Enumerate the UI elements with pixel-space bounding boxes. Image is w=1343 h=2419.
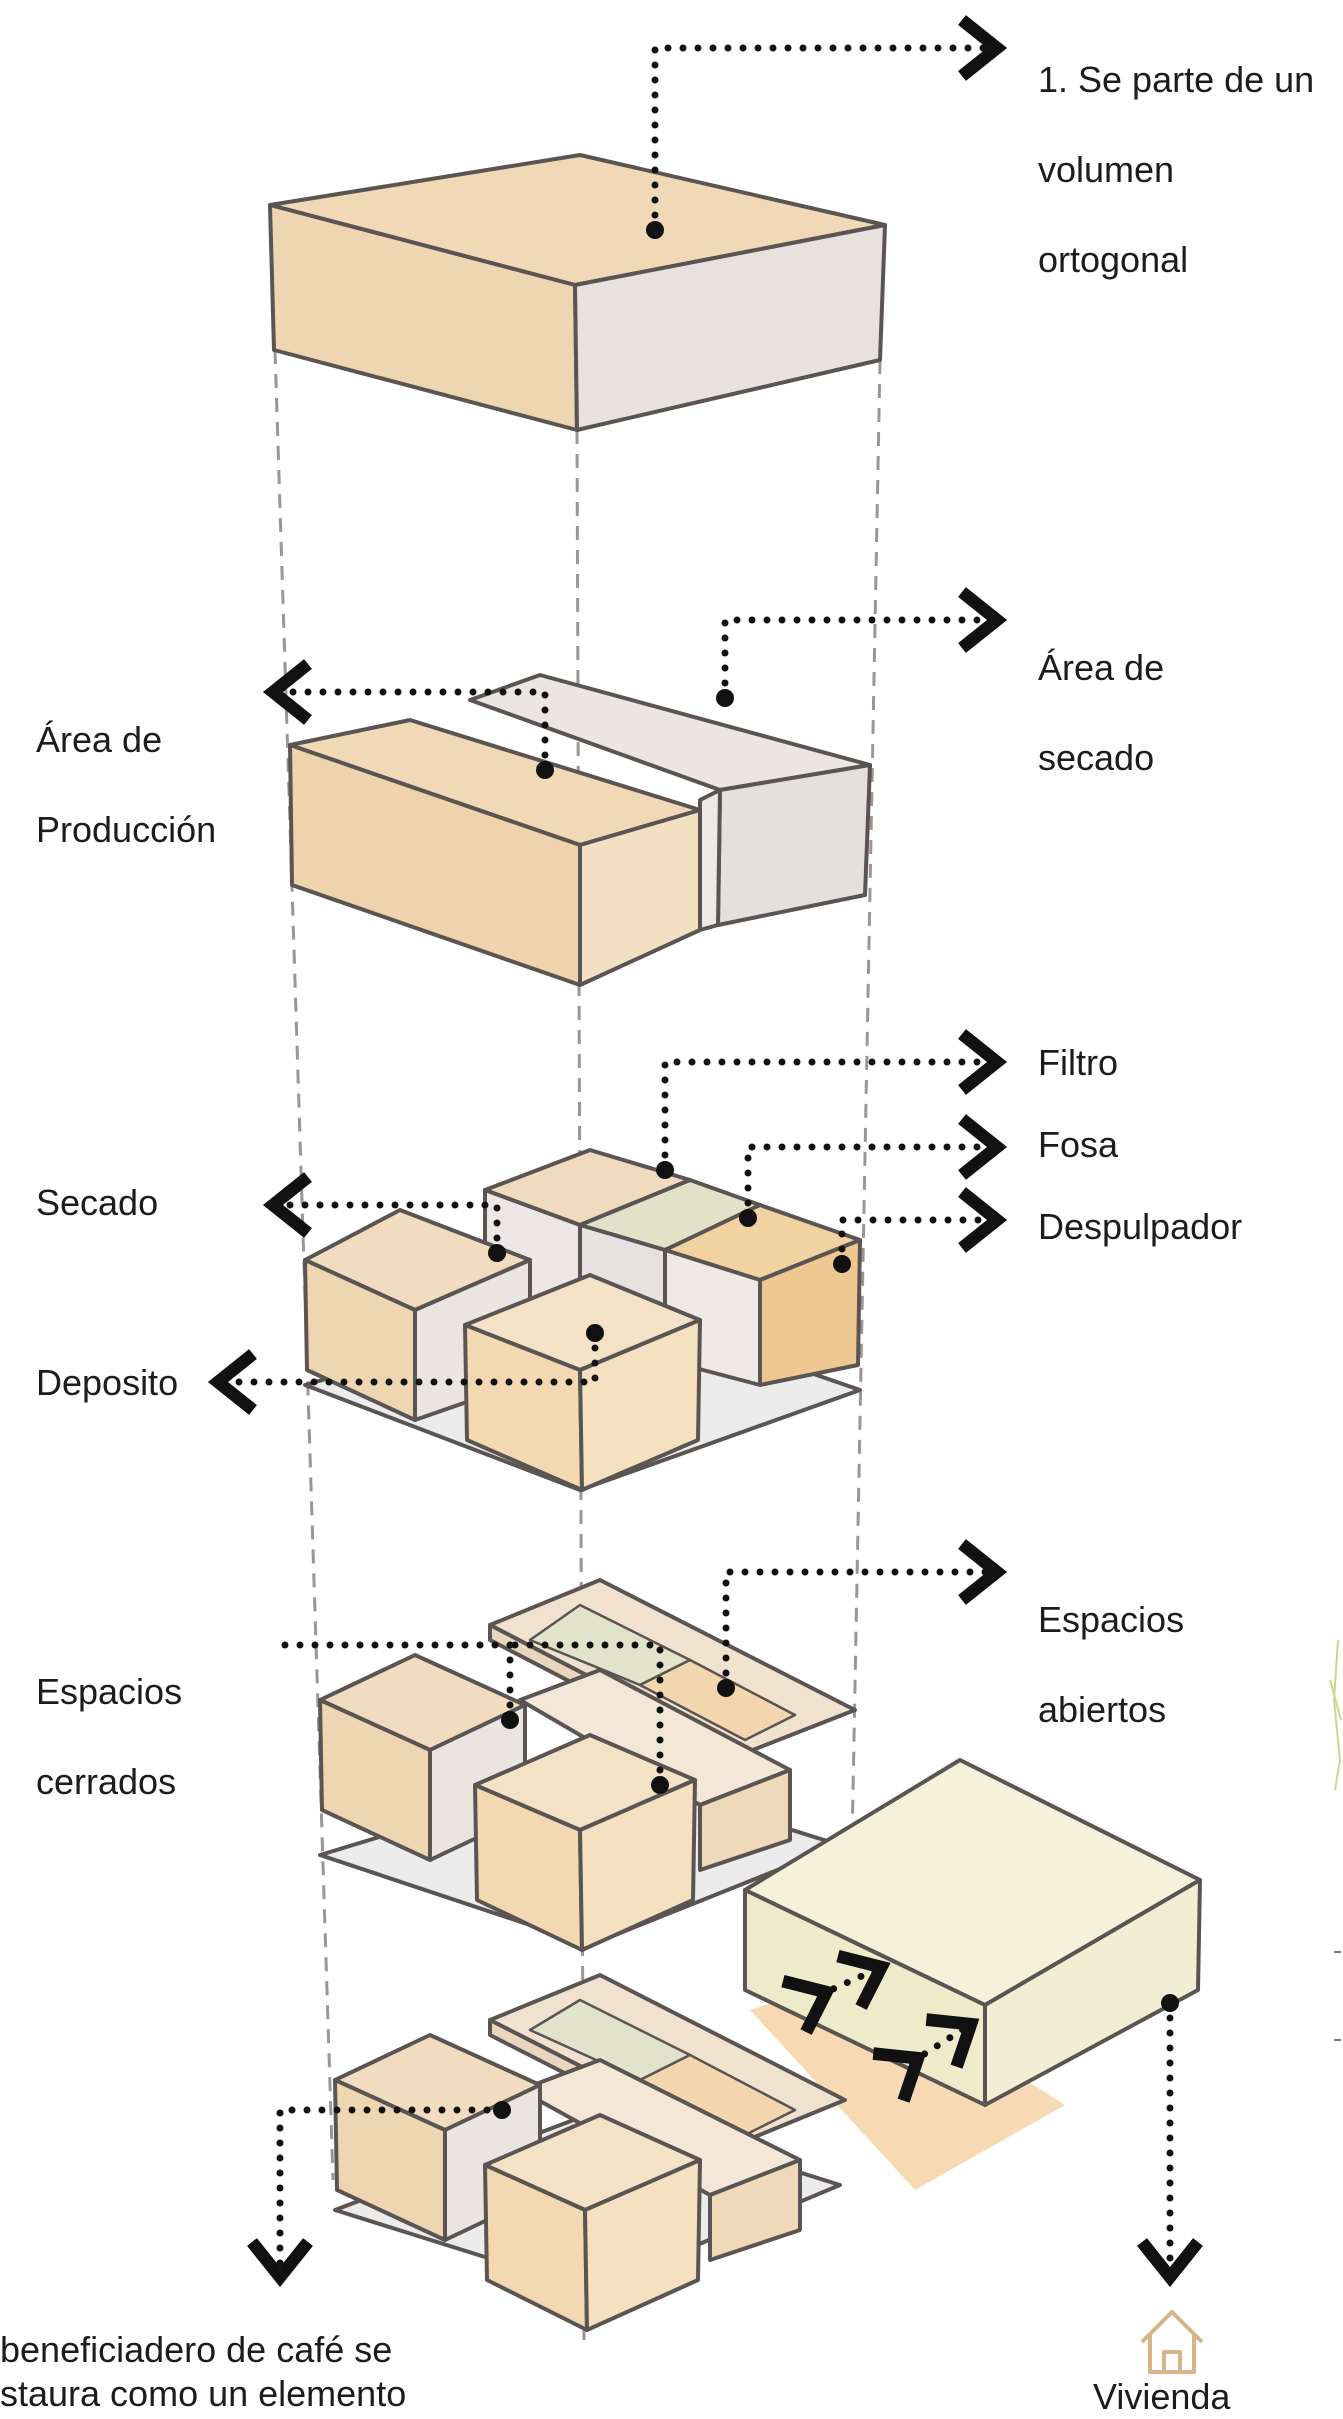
label-espacios-cerrados: Espacios cerrados (36, 1671, 183, 1802)
label-espacios-abiertos: Espacios abiertos (1038, 1599, 1185, 1730)
leader-caption (247, 2106, 506, 2288)
label-secado: Secado (36, 1182, 159, 1223)
leader-filtro (661, 1029, 1008, 1174)
label-deposito: Deposito (36, 1362, 179, 1403)
leader-deposito (207, 1329, 599, 1415)
foliage-fragment (1329, 1639, 1342, 1791)
link-arrow-a (781, 1949, 891, 2035)
process-block (303, 1148, 862, 1492)
leader-lines (207, 15, 1203, 2288)
label-area-secado: Área de secado (1038, 647, 1165, 778)
leader-despulpador (838, 1187, 1008, 1268)
leader-dots (488, 221, 1179, 2119)
link-arrow-b (872, 2013, 980, 2103)
leader-area-produccion (262, 659, 549, 774)
caption-line-1: beneficiadero de café se (0, 2329, 393, 2370)
label-despulpador: Despulpador (1038, 1206, 1243, 1247)
tick-marks (1334, 1951, 1341, 2041)
label-fosa: Fosa (1038, 1124, 1119, 1165)
production-drying-block (288, 673, 872, 987)
leader-secado (262, 1172, 501, 1257)
label-vivienda: Vivienda (1093, 2376, 1231, 2417)
volume-block (268, 153, 887, 432)
spaces-block (318, 1578, 857, 1952)
label-filtro: Filtro (1038, 1042, 1118, 1083)
caption-line-2: staura como un elemento (0, 2373, 407, 2414)
assembled-block (333, 1973, 847, 2332)
leader-fosa (744, 1114, 1008, 1222)
label-volumen: 1. Se parte de un volumen ortogonal (1038, 59, 1315, 280)
leader-espacios-cerrados (276, 1641, 514, 1724)
leader-area-secado (721, 587, 1008, 702)
label-area-produccion: Área de Producción (36, 719, 217, 850)
leader-espacios-cerrados-2 (496, 1641, 664, 1789)
leader-volumen (651, 15, 1008, 234)
house-icon (1140, 2310, 1204, 2374)
